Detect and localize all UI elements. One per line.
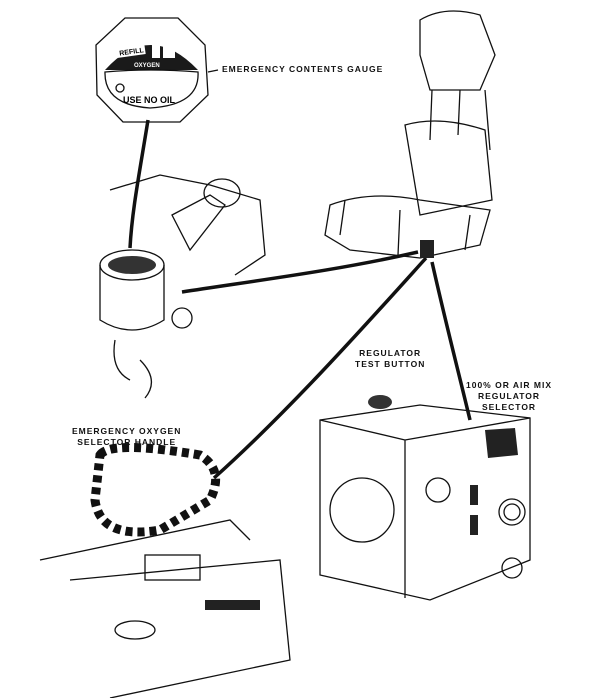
contents-gauge-detail: REFILL OXYGEN USE NO OIL xyxy=(95,17,219,123)
label-line: 100% OR AIR MIX xyxy=(466,380,553,390)
gauge-oxygen-text: OXYGEN xyxy=(134,63,160,69)
connector-lines xyxy=(128,119,472,480)
label-line: SELECTOR xyxy=(481,402,537,412)
emergency-selector-handle-label: EMERGENCY OXYGEN SELECTOR HANDLE xyxy=(72,426,181,448)
label-line: REGULATOR xyxy=(359,348,422,358)
label-line: TEST BUTTON xyxy=(355,359,426,369)
label-line: SELECTOR HANDLE xyxy=(77,437,177,447)
emergency-cylinder xyxy=(99,174,266,399)
regulator-unit xyxy=(319,395,531,601)
label-line: REGULATOR xyxy=(477,391,541,401)
selector-handle xyxy=(39,443,291,698)
label-line: EMERGENCY OXYGEN xyxy=(72,426,182,436)
gauge-refill-text: REFILL xyxy=(119,47,145,57)
emergency-contents-gauge-label: EMERGENCY CONTENTS GAUGE xyxy=(222,64,384,74)
regulator-selector-label: 100% OR AIR MIX REGULATOR SELECTOR xyxy=(466,380,552,413)
regulator-test-button-label: REGULATOR TEST BUTTON xyxy=(355,348,425,370)
ejection-seat xyxy=(324,10,496,259)
gauge-warning-text: USE NO OIL xyxy=(123,95,176,105)
